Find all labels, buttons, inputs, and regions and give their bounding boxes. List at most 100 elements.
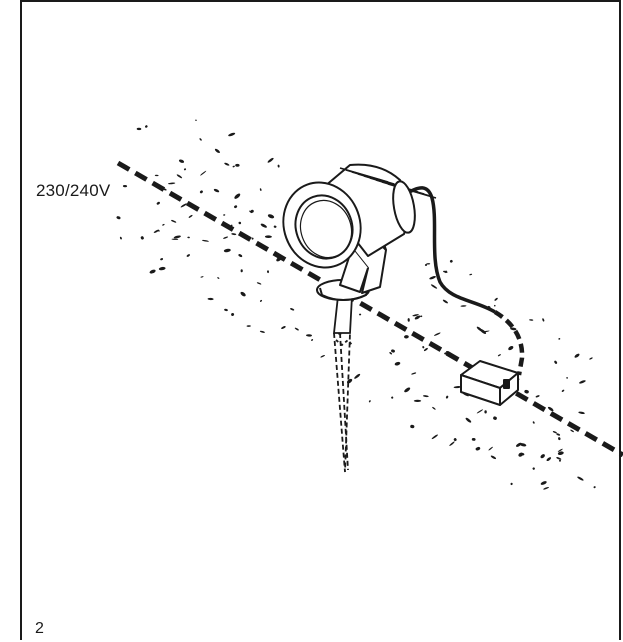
soil-particle xyxy=(217,277,220,279)
soil-particle xyxy=(524,389,529,394)
soil-particle xyxy=(145,125,148,128)
junction-box-icon xyxy=(460,360,519,406)
soil-particle xyxy=(238,221,242,225)
soil-particle xyxy=(188,214,193,218)
soil-particle xyxy=(200,276,204,278)
soil-particle xyxy=(149,269,156,274)
soil-particle xyxy=(404,335,409,339)
soil-particle xyxy=(294,327,299,331)
soil-particle xyxy=(354,373,361,379)
soil-particle xyxy=(404,387,411,393)
soil-particle xyxy=(422,346,425,349)
soil-particle xyxy=(413,399,422,402)
soil-particle xyxy=(153,229,160,233)
soil-particle xyxy=(256,282,262,285)
page-frame xyxy=(20,0,621,640)
soil-particle xyxy=(232,165,235,168)
soil-particle xyxy=(171,219,177,223)
soil-particle xyxy=(518,452,524,457)
soil-particle xyxy=(407,318,410,322)
soil-particle xyxy=(557,451,564,455)
soil-particle xyxy=(235,163,240,167)
soil-particle xyxy=(199,138,202,141)
soil-particle xyxy=(246,325,251,327)
soil-particle xyxy=(167,182,176,185)
soil-particle xyxy=(422,395,429,398)
soil-particle xyxy=(224,162,230,166)
soil-particle xyxy=(187,236,190,239)
soil-particle xyxy=(494,297,498,301)
soil-particle xyxy=(445,270,447,274)
soil-particle xyxy=(578,411,585,415)
lamp-cable xyxy=(403,186,525,376)
soil-particle xyxy=(231,313,235,316)
soil-particle xyxy=(266,270,270,274)
soil-particle xyxy=(240,269,243,273)
soil-particle xyxy=(290,308,295,311)
soil-particle xyxy=(497,354,501,357)
soil-particle xyxy=(119,236,122,240)
soil-particle xyxy=(449,259,453,263)
soil-particle xyxy=(442,299,448,304)
soil-particle xyxy=(420,315,423,318)
soil-particle xyxy=(543,486,550,490)
soil-particle xyxy=(267,157,274,163)
soil-particle xyxy=(228,132,236,137)
soil-particle xyxy=(158,266,166,271)
soil-particle xyxy=(510,327,517,331)
soil-particle xyxy=(240,291,246,297)
soil-particle xyxy=(423,347,428,352)
soil-particle xyxy=(122,184,128,188)
soil-particle xyxy=(389,352,393,355)
soil-particle xyxy=(162,223,165,226)
soil-particle xyxy=(414,315,421,320)
soil-particle xyxy=(200,170,207,176)
soil-particle xyxy=(446,350,449,353)
soil-particle xyxy=(224,308,228,312)
soil-particle xyxy=(465,417,472,423)
soil-particle xyxy=(460,305,467,307)
soil-particle xyxy=(445,395,449,399)
soil-particle xyxy=(306,334,312,337)
soil-particle xyxy=(471,437,476,441)
soil-particle xyxy=(589,357,593,360)
soil-particle xyxy=(532,421,535,424)
soil-particle xyxy=(259,330,265,333)
soil-particle xyxy=(214,148,220,153)
soil-particle xyxy=(434,332,441,336)
soil-particle xyxy=(577,476,584,481)
soil-particle xyxy=(186,254,190,257)
soil-particle xyxy=(424,263,428,267)
soil-particle xyxy=(430,284,438,289)
soil-particle xyxy=(566,377,568,379)
soil-particle xyxy=(493,304,496,307)
soil-particle xyxy=(234,205,238,209)
soil-particle xyxy=(488,446,493,451)
soil-particle xyxy=(453,438,457,442)
soil-particle xyxy=(154,174,159,177)
soil-particle xyxy=(546,457,552,462)
soil-particle xyxy=(273,225,277,228)
soil-particle xyxy=(593,486,596,489)
soil-particle xyxy=(484,410,487,414)
soil-particle xyxy=(249,210,253,214)
soil-particle xyxy=(391,396,394,399)
soil-particle xyxy=(213,188,220,193)
soil-particle xyxy=(238,254,243,258)
soil-particle xyxy=(557,448,563,452)
soil-particle xyxy=(490,455,497,460)
soil-particle xyxy=(540,454,545,459)
soil-particle xyxy=(267,214,275,219)
soil-particle xyxy=(476,409,484,414)
soil-particle xyxy=(475,446,481,451)
soil-particle xyxy=(449,441,455,446)
soil-particle xyxy=(510,482,513,486)
soil-particle xyxy=(156,201,160,205)
soil-particle xyxy=(508,346,514,351)
soil-particle xyxy=(561,389,565,392)
soil-particle xyxy=(277,164,280,168)
voltage-label: 230/240V xyxy=(36,181,111,200)
soil-particle xyxy=(542,318,545,322)
soil-particle xyxy=(554,360,558,364)
soil-particle xyxy=(171,238,179,240)
